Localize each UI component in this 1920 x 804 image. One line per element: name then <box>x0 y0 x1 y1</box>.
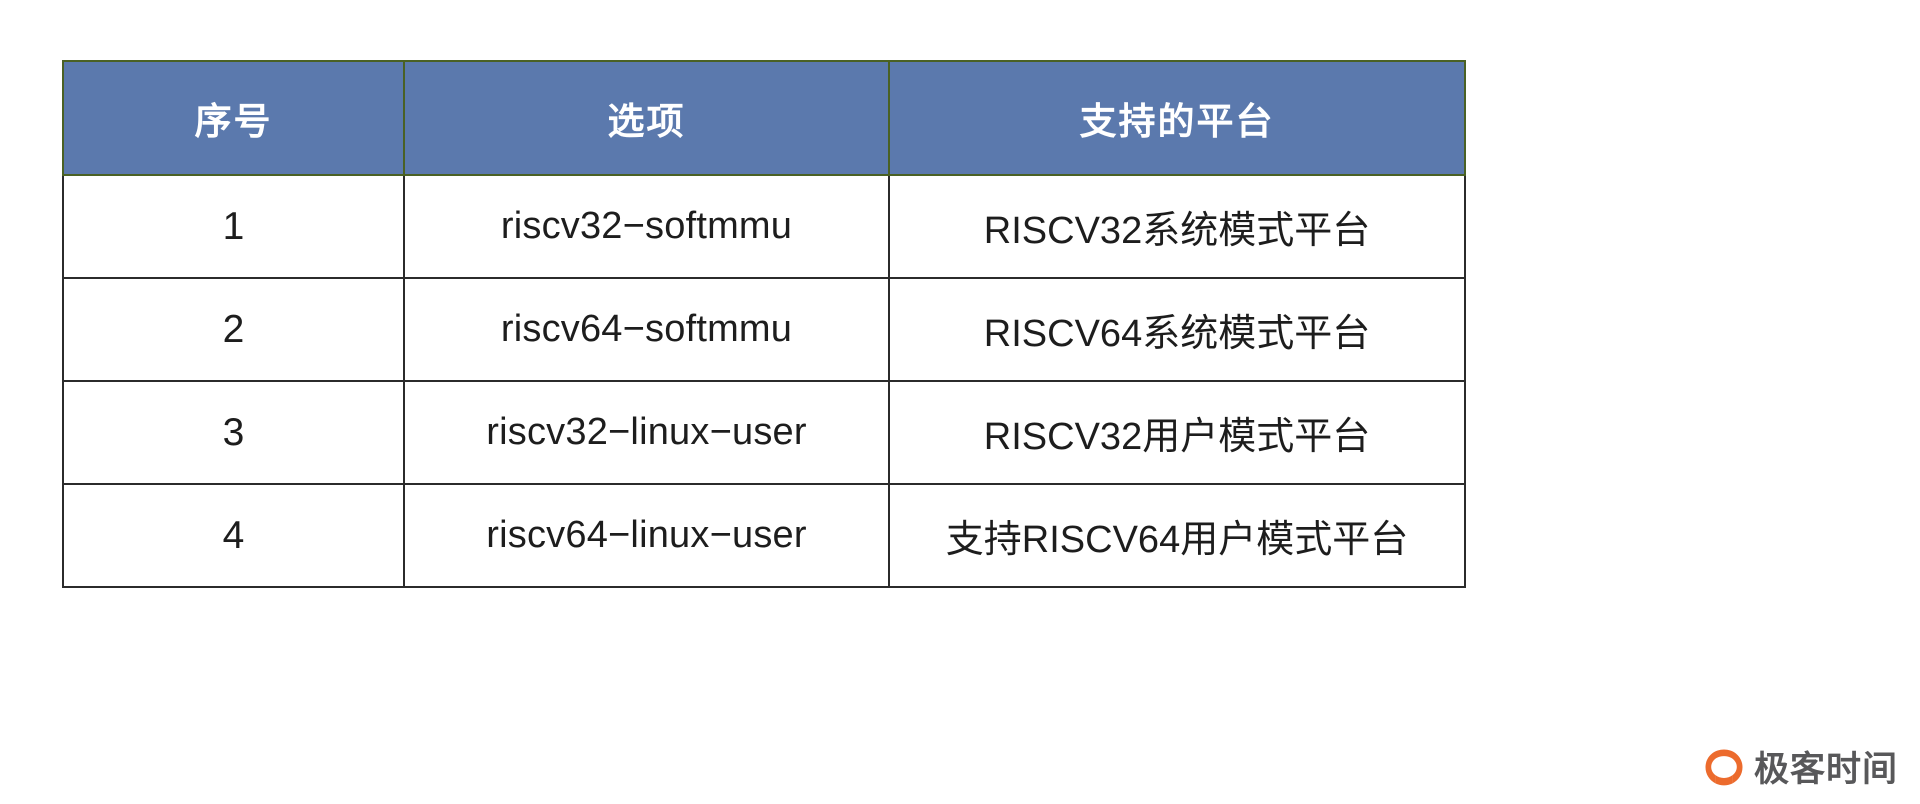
cell-index: 2 <box>62 277 405 382</box>
cell-support: RISCV64系统模式平台 <box>888 277 1466 382</box>
cell-support: RISCV32用户模式平台 <box>888 380 1466 485</box>
column-header-index: 序号 <box>62 60 405 176</box>
cell-option: riscv32−linux−user <box>403 380 890 485</box>
cell-option: riscv64−linux−user <box>403 483 890 588</box>
column-header-support: 支持的平台 <box>888 60 1466 176</box>
cell-support: 支持RISCV64用户模式平台 <box>888 483 1466 588</box>
table-header-row: 序号 选项 支持的平台 <box>62 60 1466 176</box>
table-row: 1 riscv32−softmmu RISCV32系统模式平台 <box>62 174 1466 279</box>
cell-option: riscv32−softmmu <box>403 174 890 279</box>
cell-support: RISCV32系统模式平台 <box>888 174 1466 279</box>
table-row: 3 riscv32−linux−user RISCV32用户模式平台 <box>62 380 1466 485</box>
cell-index: 3 <box>62 380 405 485</box>
table-body: 1 riscv32−softmmu RISCV32系统模式平台 2 riscv6… <box>62 174 1466 588</box>
cell-option: riscv64−softmmu <box>403 277 890 382</box>
cell-index: 4 <box>62 483 405 588</box>
column-header-option: 选项 <box>403 60 890 176</box>
table-header: 序号 选项 支持的平台 <box>62 60 1466 176</box>
cell-index: 1 <box>62 174 405 279</box>
watermark-text: 极客时间 <box>1753 749 1898 789</box>
table-row: 4 riscv64−linux−user 支持RISCV64用户模式平台 <box>62 483 1466 588</box>
table-container: 序号 选项 支持的平台 1 riscv32−softmmu RISCV32系统模… <box>62 60 1466 588</box>
watermark: 极客时间 <box>1703 748 1898 790</box>
table-row: 2 riscv64−softmmu RISCV64系统模式平台 <box>62 277 1466 382</box>
platform-table: 序号 选项 支持的平台 1 riscv32−softmmu RISCV32系统模… <box>62 60 1466 588</box>
geektime-logo-icon <box>1703 748 1745 790</box>
